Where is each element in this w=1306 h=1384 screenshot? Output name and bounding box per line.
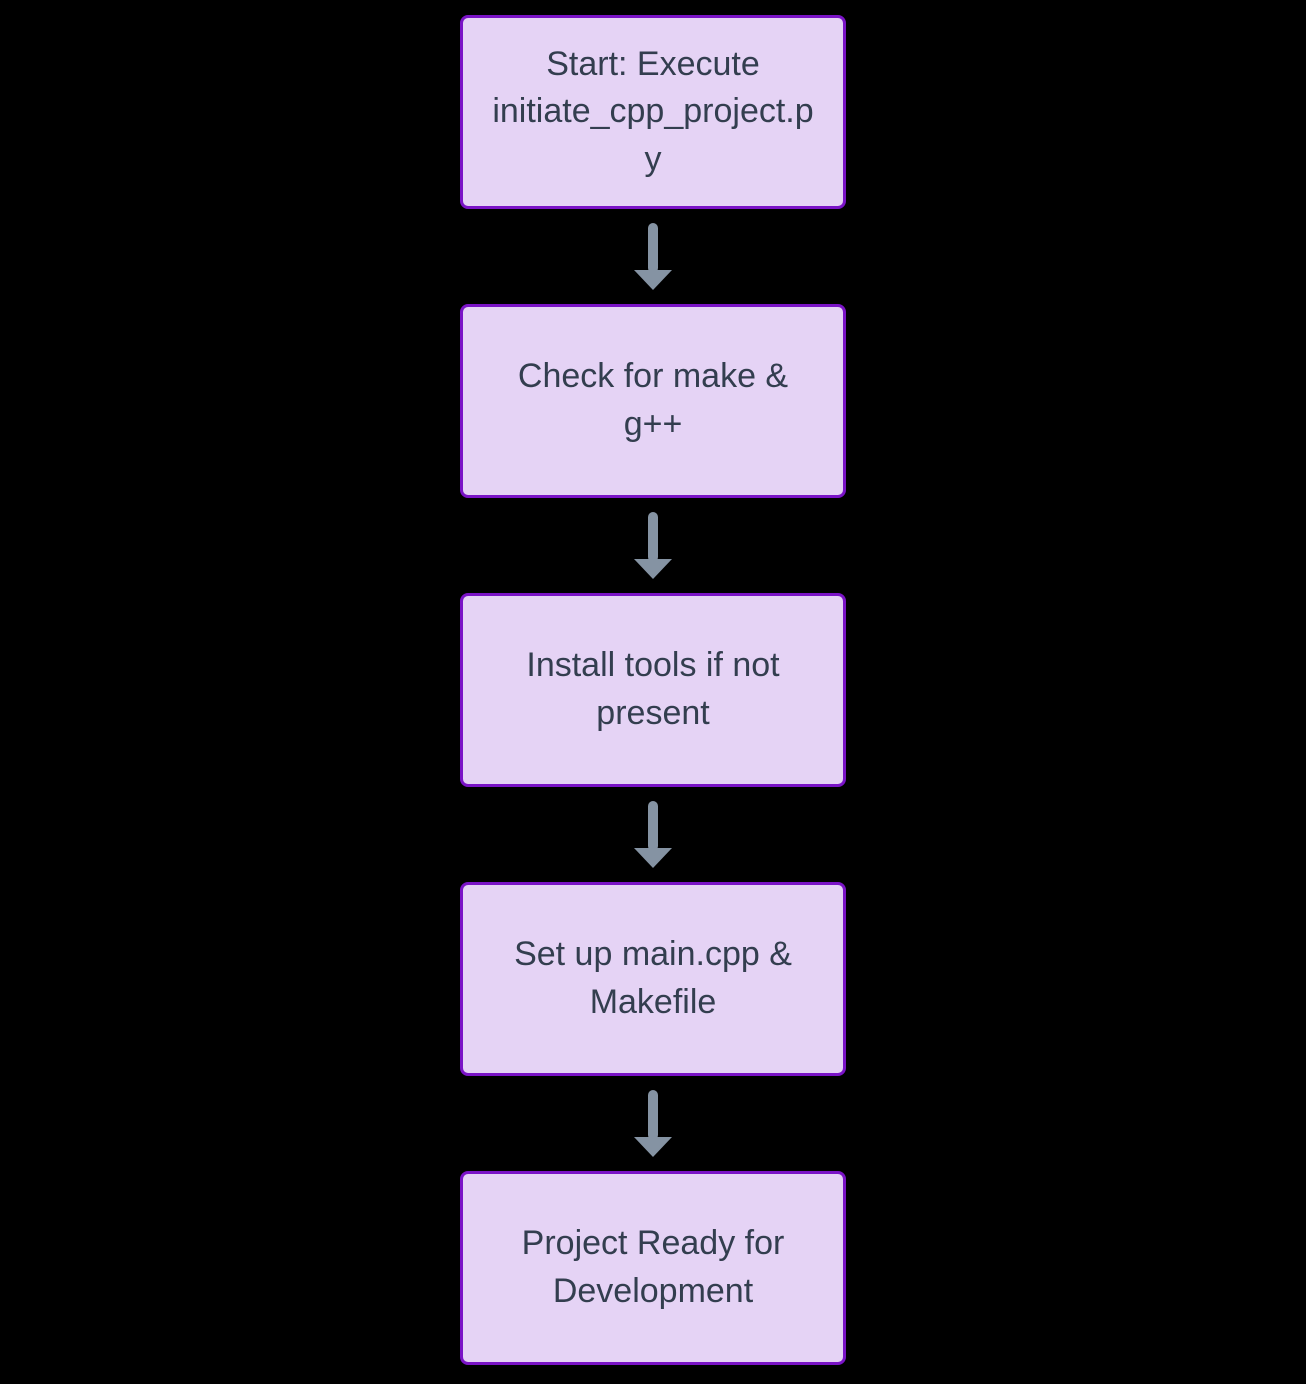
arrow-head <box>634 1137 672 1157</box>
flow-node-start-label: Start: Execute initiate_cpp_project.py <box>492 44 814 178</box>
arrow-down-icon <box>634 787 672 882</box>
flow-node-setup-files-label: Set up main.cpp & Makefile <box>514 935 792 1021</box>
arrow-shaft <box>648 801 658 851</box>
arrow-head <box>634 270 672 290</box>
flow-node-start: Start: Execute initiate_cpp_project.py <box>460 15 846 209</box>
flow-node-setup-files: Set up main.cpp & Makefile <box>460 882 846 1076</box>
arrow-down-icon <box>634 1076 672 1171</box>
flow-node-install-tools: Install tools if not present <box>460 593 846 787</box>
flow-node-project-ready: Project Ready for Development <box>460 1171 846 1365</box>
arrow-shaft <box>648 223 658 273</box>
arrow-head <box>634 559 672 579</box>
flow-node-check-tools-label: Check for make & g++ <box>517 357 789 443</box>
arrow-shaft <box>648 512 658 562</box>
flow-node-install-tools-label: Install tools if not present <box>526 646 780 732</box>
arrow-down-icon <box>634 498 672 593</box>
arrow-down-icon <box>634 209 672 304</box>
arrow-shaft <box>648 1090 658 1140</box>
flow-node-project-ready-label: Project Ready for Development <box>521 1224 785 1310</box>
arrow-head <box>634 848 672 868</box>
flow-node-check-tools: Check for make & g++ <box>460 304 846 498</box>
